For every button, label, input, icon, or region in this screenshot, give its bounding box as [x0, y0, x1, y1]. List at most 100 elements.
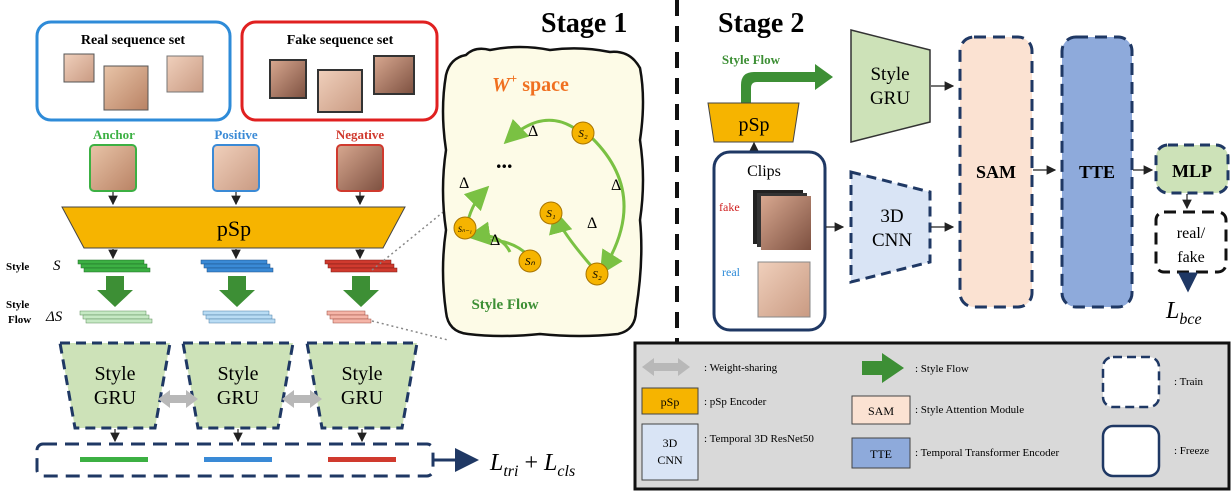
real-face-thumbnails	[63, 53, 204, 111]
style-flow-down-arrows	[97, 276, 379, 307]
positive-label: Positive	[214, 127, 258, 142]
negative-output-vector	[328, 457, 396, 462]
psp-encoder-stage1	[61, 206, 406, 249]
legend-freeze-icon	[1101, 424, 1161, 478]
tte-block	[1060, 35, 1134, 309]
output-line2: fake	[1177, 249, 1205, 266]
legend-cnn-desc: : Temporal 3D ResNet50	[704, 433, 814, 445]
clip-fake-label: fake	[719, 200, 740, 214]
positive-style-vectors	[200, 259, 274, 273]
styleflow-row-label-1: Style	[6, 299, 29, 311]
styleflow-row-label-2: Flow	[8, 314, 31, 326]
svg-text:Style: Style	[217, 363, 258, 385]
svg-text:GRU: GRU	[870, 88, 910, 109]
w-style-flow-label: Style Flow	[471, 297, 538, 313]
output-line1: real/	[1177, 225, 1206, 242]
svg-text:CNN: CNN	[872, 230, 912, 251]
tte-label: TTE	[1079, 162, 1115, 182]
svg-text:Δ: Δ	[611, 177, 621, 194]
svg-text:Δ: Δ	[587, 215, 597, 232]
stage1-title: Stage 1	[541, 8, 627, 39]
legend-train: : Train	[1174, 376, 1204, 388]
style-gru-stage2: Style GRU	[850, 29, 931, 143]
svg-text:S₁: S₁	[546, 208, 556, 220]
svg-text:Δ: Δ	[459, 175, 469, 192]
cnn3d-stage2: 3D CNN	[849, 170, 932, 284]
legend-style-flow-icon	[862, 353, 904, 383]
psp-label-stage2: pSp	[738, 114, 769, 136]
legend-psp-desc: : pSp Encoder	[704, 396, 767, 408]
psp-encoder-stage2	[707, 102, 800, 143]
negative-label: Negative	[336, 127, 385, 142]
clip-real-label: real	[722, 265, 741, 279]
anchor-style-vectors	[77, 259, 151, 273]
fake-sequence-set-box	[240, 20, 439, 122]
legend-psp-badge	[641, 387, 699, 415]
styleflow-symbol: ΔS	[45, 309, 63, 325]
legend-tte-desc: : Temporal Transformer Encoder	[915, 447, 1059, 459]
svg-text:Sₙ₋₁: Sₙ₋₁	[458, 225, 472, 234]
legend-train-icon	[1101, 355, 1161, 409]
legend-sam-badge-text: SAM	[868, 404, 894, 418]
negative-style-vectors	[324, 259, 398, 273]
style-gru-negative: Style GRU	[305, 341, 419, 430]
legend-freeze: : Freeze	[1174, 445, 1209, 457]
svg-text:GRU: GRU	[217, 387, 260, 409]
anchor-label: Anchor	[93, 127, 135, 142]
legend-weight-sharing-icon	[642, 358, 690, 376]
anchor-output-vector	[80, 457, 148, 462]
legend-tte-badge	[851, 437, 911, 469]
real-sequence-set-box	[35, 20, 232, 122]
mlp-label: MLP	[1172, 161, 1212, 181]
delta-labels: Δ Δ Δ Δ Δ	[459, 123, 621, 249]
svg-text:S₂: S₂	[592, 269, 602, 281]
svg-text:Δ: Δ	[490, 232, 500, 249]
latent-node-sn: Sₙ	[518, 249, 542, 273]
legend-style-flow: : Style Flow	[915, 363, 969, 375]
stage2-loss: Lbce	[1165, 298, 1202, 328]
negative-styleflow-vectors	[326, 310, 372, 324]
sam-label: SAM	[976, 162, 1016, 182]
w-ellipsis: ...	[496, 148, 513, 173]
positive-face	[212, 144, 260, 192]
legend-tte-badge-text: TTE	[870, 447, 892, 461]
svg-text:Style: Style	[341, 363, 382, 385]
stage2-title: Stage 2	[718, 8, 804, 39]
psp-label-stage1: pSp	[217, 216, 251, 241]
zoom-line-top	[371, 199, 459, 271]
svg-text:GRU: GRU	[94, 387, 137, 409]
gru-output-box	[35, 442, 435, 478]
output-box	[1154, 210, 1228, 274]
fake-face-thumbnails	[269, 55, 415, 113]
positive-styleflow-vectors	[202, 310, 276, 324]
latent-node-s2-top: S₂	[571, 121, 595, 145]
legend-sam-badge	[851, 395, 911, 425]
fake-clip-stack	[753, 190, 811, 250]
stage1-loss: Ltri + Lcls	[489, 450, 575, 480]
clips-box	[712, 150, 827, 332]
anchor-face	[89, 144, 137, 192]
w-space-title: W+ space	[492, 71, 569, 96]
legend-sam-desc: : Style Attention Module	[915, 404, 1024, 416]
style-row-label: Style	[6, 261, 29, 273]
svg-text:S₂: S₂	[578, 128, 588, 140]
legend-cnn-badge-line2: CNN	[657, 453, 683, 467]
legend-psp-badge-text: pSp	[661, 395, 680, 409]
stage2-style-flow-arrow	[741, 64, 833, 103]
real-clip-stack	[757, 261, 811, 318]
legend-cnn-badge-line1: 3D	[663, 436, 678, 450]
legend-weight-sharing: : Weight-sharing	[704, 362, 778, 374]
svg-text:Style: Style	[94, 363, 135, 385]
svg-text:GRU: GRU	[341, 387, 384, 409]
legend-cnn-badge	[641, 423, 699, 481]
svg-text:3D: 3D	[880, 206, 903, 227]
zoom-line-bottom	[371, 320, 449, 341]
stage2-style-flow-label: Style Flow	[722, 52, 781, 67]
clips-label: Clips	[747, 163, 781, 180]
latent-node-sn-minus-1: Sₙ₋₁	[453, 216, 477, 240]
style-gru-positive: Style GRU	[181, 341, 295, 430]
anchor-styleflow-vectors	[79, 310, 153, 324]
mlp-block	[1154, 143, 1230, 195]
positive-output-vector	[204, 457, 272, 462]
